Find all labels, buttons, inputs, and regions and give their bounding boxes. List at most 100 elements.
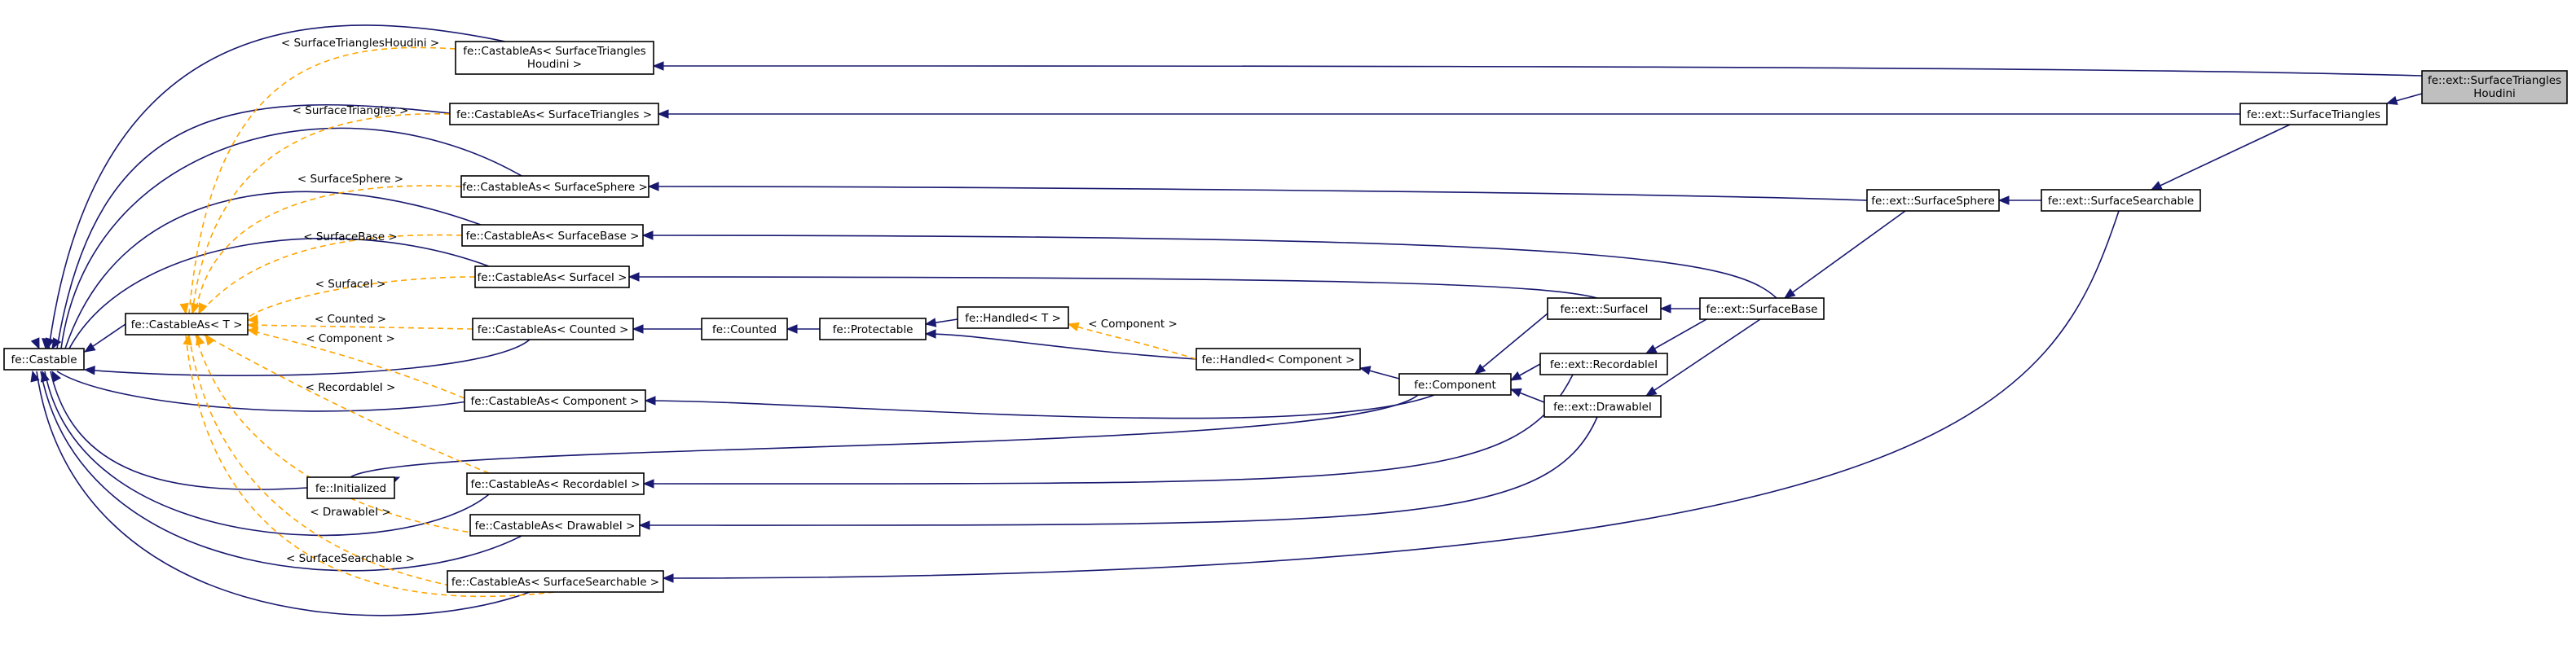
arrowhead — [83, 366, 95, 375]
arrowhead — [30, 337, 40, 350]
class-name-text: fe::CastableAs< SurfaceSearchable > — [451, 576, 659, 589]
class-name-text: fe::CastableAs< Counted > — [478, 323, 629, 336]
class-name-text: Houdini — [2473, 87, 2516, 100]
class-node-castable[interactable]: fe::Castable — [3, 348, 85, 371]
class-node-recordableI[interactable]: fe::ext::RecordableI — [1539, 353, 1668, 375]
class-node-caCounted[interactable]: fe::CastableAs< Counted > — [472, 318, 634, 340]
inheritance-edge — [68, 238, 490, 349]
arrowhead — [657, 109, 669, 119]
inheritance-edge — [645, 394, 1435, 419]
class-box — [1196, 348, 1361, 371]
template-edge — [247, 329, 465, 399]
template-argument-label: < Component > — [1088, 318, 1178, 331]
class-box — [447, 570, 664, 593]
class-node-caSTH[interactable]: fe::CastableAs< SurfaceTrianglesHoudini … — [455, 41, 654, 75]
class-node-surfaceTrianglesHoudini[interactable]: fe::ext::SurfaceTrianglesHoudini — [2421, 70, 2568, 104]
class-node-surfaceTriangles[interactable]: fe::ext::SurfaceTriangles — [2239, 103, 2388, 125]
class-box — [449, 103, 659, 125]
class-node-caSSr[interactable]: fe::CastableAs< SurfaceSearchable > — [447, 570, 664, 593]
class-name-text: fe::CastableAs< SurfaceBase > — [466, 230, 640, 243]
class-box — [1398, 373, 1512, 396]
inheritance-edge — [1645, 318, 1761, 397]
class-node-caDI[interactable]: fe::CastableAs< DrawableI > — [469, 514, 641, 537]
class-node-caRI[interactable]: fe::CastableAs< RecordableI > — [466, 472, 645, 495]
class-box — [1543, 395, 1662, 418]
class-box — [957, 306, 1069, 329]
class-name-text: fe::CastableAs< RecordableI > — [470, 478, 640, 491]
class-node-component[interactable]: fe::Component — [1398, 373, 1512, 396]
class-name-text: fe::ext::SurfaceI — [1560, 303, 1648, 316]
inheritance-edge — [50, 371, 308, 490]
template-argument-label: < SurfaceI > — [315, 278, 386, 291]
class-box — [460, 175, 650, 198]
template-argument-label: < DrawableI > — [310, 506, 390, 519]
inheritance-edge — [2151, 124, 2291, 191]
class-node-handledT[interactable]: fe::Handled< T > — [957, 306, 1069, 329]
class-node-castableAsT[interactable]: fe::CastableAs< T > — [125, 313, 249, 336]
arrowhead — [40, 370, 50, 383]
class-name-text: fe::CastableAs< SurfaceSphere > — [462, 181, 648, 194]
arrowhead — [246, 314, 258, 324]
arrowhead — [196, 333, 205, 346]
arrowhead — [662, 573, 674, 583]
class-node-counted[interactable]: fe::Counted — [701, 318, 788, 340]
arrowhead — [1659, 304, 1671, 314]
class-name-text: fe::CastableAs< T > — [131, 318, 243, 331]
arrowhead — [205, 333, 216, 346]
template-argument-label: < SurfaceTrianglesHoudini > — [281, 37, 439, 50]
class-name-text: fe::CastableAs< SurfaceTriangles — [463, 45, 645, 58]
class-name-text: fe::ext::RecordableI — [1550, 358, 1658, 371]
arrowhead — [51, 337, 62, 350]
arrowhead — [179, 302, 189, 315]
inheritance-edge — [56, 103, 457, 349]
arrowhead — [641, 230, 654, 240]
template-edge — [195, 334, 498, 537]
inheritance-edge — [1474, 313, 1548, 375]
class-node-caSB[interactable]: fe::CastableAs< SurfaceBase > — [461, 224, 644, 247]
class-node-caSI[interactable]: fe::CastableAs< SurfaceI > — [474, 265, 630, 288]
class-box — [1866, 189, 2000, 212]
class-node-protectable[interactable]: fe::Protectable — [819, 318, 927, 340]
class-box — [125, 313, 249, 336]
arrowhead — [632, 324, 644, 334]
class-name-text: fe::Handled< T > — [965, 312, 1061, 325]
class-node-initialized[interactable]: fe::Initialized — [306, 476, 395, 499]
class-node-drawableI[interactable]: fe::ext::DrawableI — [1543, 395, 1662, 418]
template-edge — [247, 276, 476, 318]
class-box — [2239, 103, 2388, 125]
arrowhead — [647, 182, 659, 191]
inheritance-edge — [84, 339, 531, 376]
class-name-text: Houdini > — [527, 58, 582, 71]
inheritance-edge — [643, 374, 1574, 485]
class-box — [2421, 70, 2568, 104]
class-node-surfaceI[interactable]: fe::ext::SurfaceI — [1547, 297, 1662, 320]
class-node-handledComp[interactable]: fe::Handled< Component > — [1196, 348, 1361, 371]
class-node-surfaceBase[interactable]: fe::ext::SurfaceBase — [1699, 297, 1825, 320]
template-argument-label: < SurfaceBase > — [303, 230, 398, 243]
inheritance-edge — [44, 371, 490, 537]
class-node-surfaceSphere[interactable]: fe::ext::SurfaceSphere — [1866, 189, 2000, 212]
arrowhead — [51, 370, 61, 383]
arrowhead — [1997, 195, 2010, 205]
class-node-caComponent[interactable]: fe::CastableAs< Component > — [464, 389, 646, 412]
inheritance-edge — [663, 210, 2120, 579]
class-name-text: fe::ext::SurfaceTriangles — [2247, 108, 2380, 121]
inheritance-edge — [642, 235, 1777, 299]
class-box — [461, 224, 644, 247]
class-name-text: fe::CastableAs< SurfaceI > — [478, 271, 627, 284]
class-name-text: fe::ext::DrawableI — [1553, 401, 1652, 414]
template-edge — [188, 334, 490, 593]
arrowhead — [924, 318, 937, 327]
class-box — [701, 318, 788, 340]
class-name-text: fe::Handled< Component > — [1202, 353, 1355, 366]
class-name-text: fe::Protectable — [833, 323, 914, 336]
class-node-surfaceSearchable[interactable]: fe::ext::SurfaceSearchable — [2041, 189, 2201, 212]
inheritance-edge — [350, 394, 1419, 478]
class-node-caST[interactable]: fe::CastableAs< SurfaceTriangles > — [449, 103, 659, 125]
class-node-caSS[interactable]: fe::CastableAs< SurfaceSphere > — [460, 175, 650, 198]
template-edge — [1068, 323, 1197, 360]
template-edge — [247, 324, 473, 330]
arrowhead — [786, 324, 798, 334]
arrowhead — [1358, 366, 1372, 375]
template-argument-label: < Counted > — [315, 313, 386, 326]
